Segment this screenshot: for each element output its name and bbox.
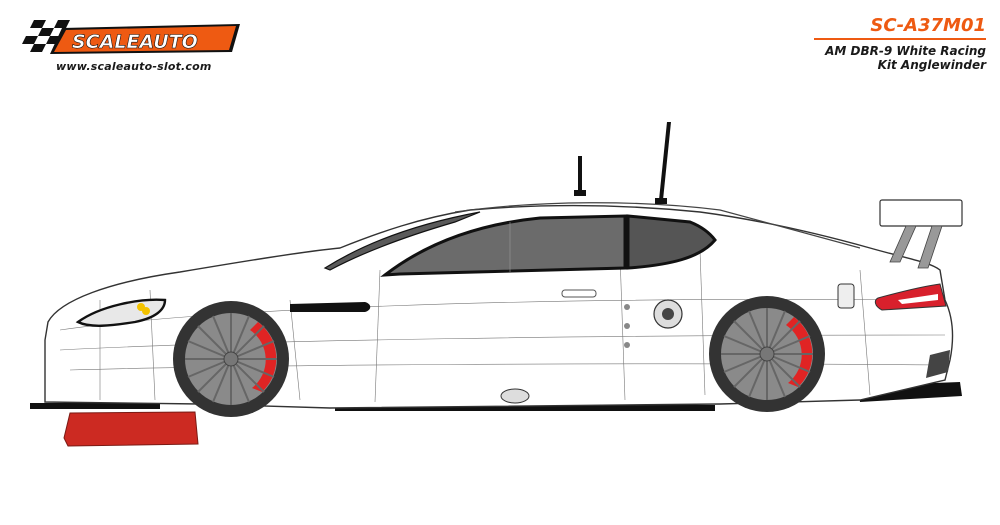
divider: [814, 38, 986, 40]
product-name-line1: AM DBR-9 White Racing: [825, 44, 986, 58]
antenna-front: [578, 156, 582, 194]
front-wheel: [173, 301, 289, 417]
scaleauto-logo: SCALEAUTO: [18, 20, 240, 54]
brand-wordmark: SCALEAUTO: [72, 31, 198, 53]
antenna-rear: [659, 122, 671, 200]
windshield: [323, 211, 481, 271]
door-handle: [561, 289, 597, 298]
rear-wheel: [709, 296, 825, 412]
side-vent: [290, 302, 371, 312]
brand-url[interactable]: www.scaleauto-slot.com: [56, 60, 212, 73]
product-name-line2: Kit Anglewinder: [877, 58, 986, 72]
product-header: SC-A37M01 AM DBR-9 White Racing Kit Angl…: [814, 16, 986, 72]
tail-light: [874, 283, 947, 311]
rear-quarter-window: [626, 214, 717, 270]
front-splitter: [63, 411, 199, 447]
product-code: SC-A37M01: [870, 15, 986, 36]
rear-wing: [879, 199, 963, 227]
side-window: [380, 214, 627, 277]
